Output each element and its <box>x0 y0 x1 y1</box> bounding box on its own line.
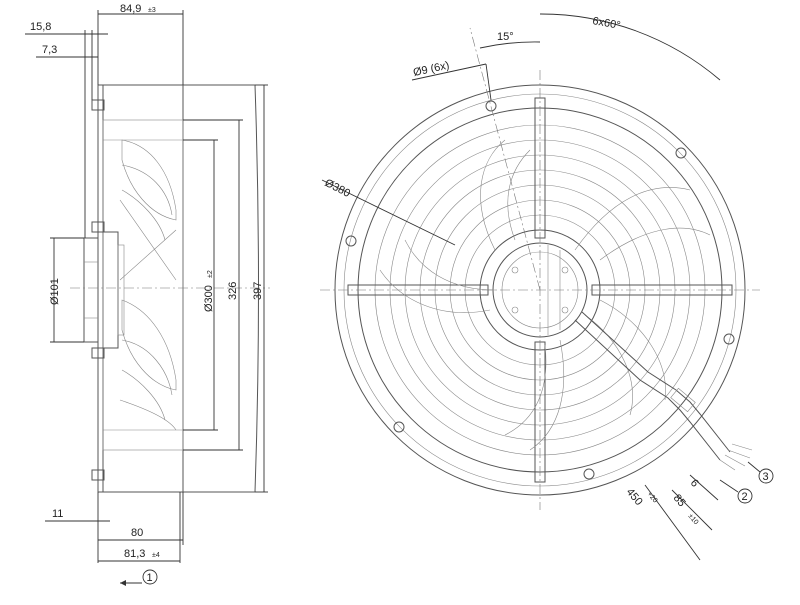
callout-3-label: 3 <box>763 471 769 483</box>
side-view-lugs <box>91 99 105 481</box>
side-view-blades <box>119 139 177 431</box>
dim-bottom-depth-total-tol: ±4 <box>152 552 160 559</box>
dim-guard-height-label: 326 <box>227 282 239 300</box>
dim-bottom-offset-label: 11 <box>52 508 63 520</box>
front-view-mounting-holes <box>345 100 735 480</box>
side-view-motor <box>83 231 125 349</box>
dim-cable-length-label: 450 <box>624 486 645 508</box>
dim-hub-diameter: Ø101 <box>49 237 84 343</box>
dim-hole-pattern-label: 6x60° <box>591 15 621 32</box>
dim-strip-length2-label: 85 <box>671 492 688 509</box>
dim-bottom-depth-total: 81,3 ±4 <box>98 548 180 562</box>
dim-venturi-diameter-tol: ±2 <box>207 270 214 278</box>
dim-bottom-depth: 80 <box>98 527 183 541</box>
dim-bolt-circle: Ø380 <box>321 177 456 246</box>
front-view: 6x60° 15° Ø9 (6x) Ø380 450 +20 6 85 ± <box>320 13 774 561</box>
callout-3: 3 <box>747 461 774 484</box>
dim-bolt-circle-label: Ø380 <box>323 177 352 200</box>
dim-bottom-offset: 11 <box>45 508 110 522</box>
dim-flange-outer-label: 15,8 <box>30 21 51 33</box>
dim-flange-inner-label: 7,3 <box>42 44 57 56</box>
dim-depth-top: 84,9 ±3 <box>97 3 184 85</box>
dim-hole-angle-label: 15° <box>497 31 514 43</box>
dim-hub-diameter-label: Ø101 <box>49 278 61 305</box>
dim-hole-spec: Ø9 (6x) <box>411 60 492 101</box>
cable <box>574 311 753 471</box>
dim-bottom-depth-total-label: 81,3 <box>124 548 145 560</box>
dim-strip-length2: 85 ±10 <box>671 489 713 531</box>
dim-strip-length-label: 6 <box>688 477 701 489</box>
dim-venturi-diameter-label: Ø300 <box>203 285 215 312</box>
dim-hole-pattern: 6x60° <box>539 13 721 81</box>
dim-depth-top-label: 84,9 <box>120 3 141 15</box>
dim-cable-length-tol: +20 <box>645 491 658 505</box>
callout-2-label: 2 <box>742 491 748 503</box>
dim-hole-angle: 15° <box>479 31 541 49</box>
dim-guard-height: 326 <box>183 119 243 451</box>
dim-flange-inner: 7,3 <box>36 44 98 58</box>
front-view-blades <box>379 139 711 451</box>
dim-overall-height: 397 <box>252 84 268 493</box>
front-view-centerline-15 <box>469 27 541 291</box>
dim-overall-height-label: 397 <box>252 282 264 300</box>
dim-venturi-diameter: Ø300 ±2 <box>183 139 218 431</box>
dim-depth-top-tol: ±3 <box>148 7 156 14</box>
dim-strip-length: 6 <box>688 474 719 501</box>
callout-2: 2 <box>719 479 753 504</box>
dim-bottom-depth-label: 80 <box>131 527 143 539</box>
airflow-callout: 1 <box>120 569 158 586</box>
side-view: 84,9 ±3 15,8 7,3 Ø101 Ø300 ±2 <box>25 3 270 586</box>
dim-cable-length: 450 +20 <box>624 484 701 561</box>
airflow-callout-label: 1 <box>147 572 153 584</box>
dim-flange-outer: 15,8 <box>25 21 108 35</box>
